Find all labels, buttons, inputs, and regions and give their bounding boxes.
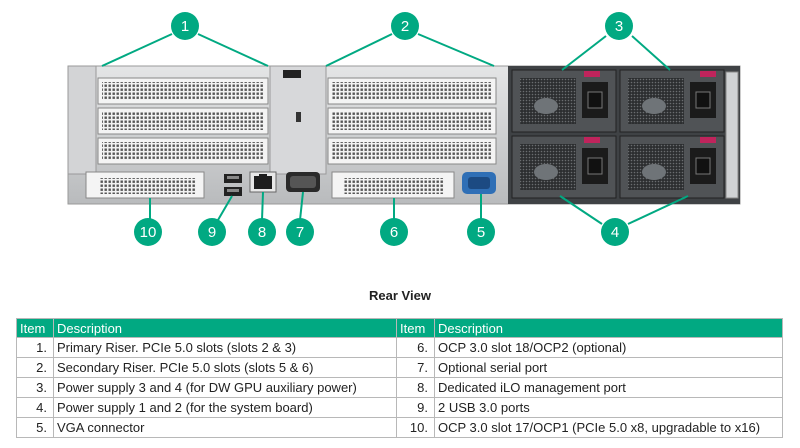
item-number: 1.: [16, 337, 54, 358]
callout-1-label: 1: [181, 18, 189, 35]
table-row: 3. Power supply 3 and 4 (for DW GPU auxi…: [16, 377, 783, 398]
callout-4-label: 4: [611, 224, 619, 241]
callout-8: 8: [248, 218, 276, 246]
item-number: 2.: [16, 357, 54, 378]
psu-4: [619, 69, 725, 133]
item-description: VGA connector: [53, 417, 397, 438]
callout-4: 4: [601, 218, 629, 246]
callout-5-label: 5: [477, 224, 485, 241]
item-description: OCP 3.0 slot 17/OCP1 (PCIe 5.0 x8, upgra…: [434, 417, 783, 438]
primary-riser-slots: [97, 77, 269, 165]
item-number: 4.: [16, 397, 54, 418]
item-description: 2 USB 3.0 ports: [434, 397, 783, 418]
item-description: OCP 3.0 slot 18/OCP2 (optional): [434, 337, 783, 358]
table-row: 4. Power supply 1 and 2 (for the system …: [16, 397, 783, 418]
callout-9: 9: [198, 218, 226, 246]
callout-8-label: 8: [258, 224, 266, 241]
callout-10-label: 10: [140, 224, 157, 241]
callout-2-label: 2: [401, 18, 409, 35]
header-item: Item: [16, 318, 54, 338]
callout-7-label: 7: [296, 224, 304, 241]
table-row: 1. Primary Riser. PCIe 5.0 slots (slots …: [16, 337, 783, 358]
view-title: Rear View: [369, 288, 431, 303]
callout-1: 1: [171, 12, 199, 40]
serial-port: [286, 172, 320, 192]
item-description: Secondary Riser. PCIe 5.0 slots (slots 5…: [53, 357, 397, 378]
item-description: Dedicated iLO management port: [434, 377, 783, 398]
item-description: Primary Riser. PCIe 5.0 slots (slots 2 &…: [53, 337, 397, 358]
callout-9-label: 9: [208, 224, 216, 241]
item-number: 10.: [396, 417, 435, 438]
item-number: 8.: [396, 377, 435, 398]
psu-1: [511, 135, 617, 199]
header-item: Item: [396, 318, 435, 338]
secondary-riser-slots: [327, 77, 497, 165]
callout-6-label: 6: [390, 224, 398, 241]
vga-port: [462, 172, 496, 194]
table-header-row: Item Description Item Description: [16, 318, 783, 338]
item-number: 6.: [396, 337, 435, 358]
power-supplies: [508, 66, 740, 204]
callout-5: 5: [467, 218, 495, 246]
callout-10: 10: [134, 218, 162, 246]
item-description: Power supply 3 and 4 (for DW GPU auxilia…: [53, 377, 397, 398]
header-description: Description: [53, 318, 397, 338]
item-number: 7.: [396, 357, 435, 378]
table-row: 2. Secondary Riser. PCIe 5.0 slots (slot…: [16, 357, 783, 378]
callout-7: 7: [286, 218, 314, 246]
server-rear-illustration: 1 2 3 4 5 6 7 8 9 10: [67, 12, 741, 246]
table-row: 5. VGA connector 10. OCP 3.0 slot 17/OCP…: [16, 417, 783, 438]
callout-3-label: 3: [615, 18, 623, 35]
rear-view-table: Item Description Item Description 1. Pri…: [16, 318, 783, 438]
usb-ports: [224, 174, 242, 196]
item-description: Power supply 1 and 2 (for the system boa…: [53, 397, 397, 418]
header-description: Description: [434, 318, 783, 338]
item-number: 3.: [16, 377, 54, 398]
psu-3: [511, 69, 617, 133]
item-number: 9.: [396, 397, 435, 418]
leader-lines: [101, 33, 689, 225]
psu-2: [619, 135, 725, 199]
callout-3: 3: [605, 12, 633, 40]
callout-6: 6: [380, 218, 408, 246]
callout-2: 2: [391, 12, 419, 40]
item-description: Optional serial port: [434, 357, 783, 378]
item-number: 5.: [16, 417, 54, 438]
ilo-port: [249, 171, 277, 193]
